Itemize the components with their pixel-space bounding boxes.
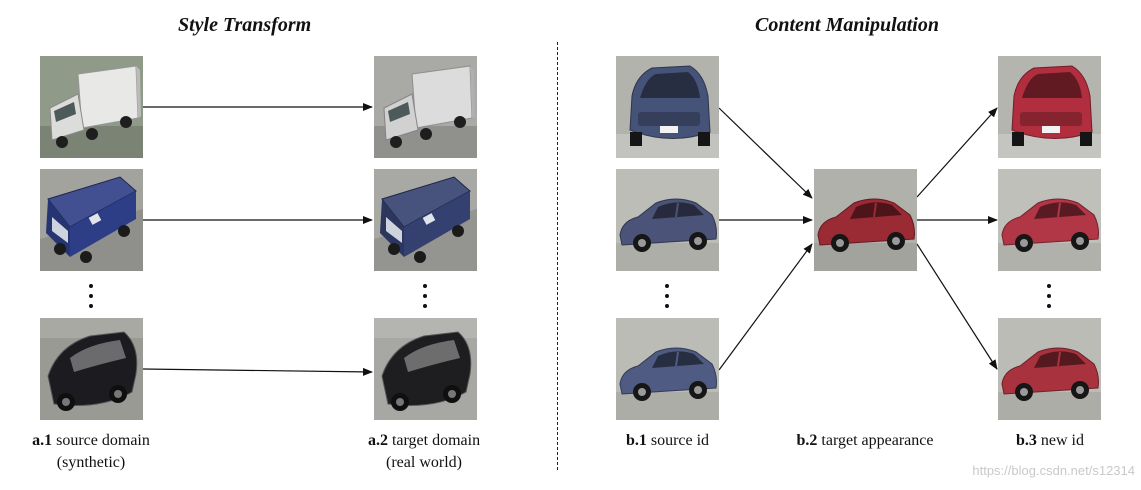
- image-a1-hatchback: [40, 318, 143, 420]
- vehicle-illustration: [616, 318, 719, 420]
- image-b1-sedan: [616, 318, 719, 420]
- arrow-a-bot: [142, 367, 373, 376]
- caption-a1: a.1 source domain (synthetic): [5, 430, 177, 474]
- image-b1-suv: [616, 56, 719, 158]
- caption-b1-text: source id: [646, 432, 710, 449]
- content-manipulation-title: Content Manipulation: [755, 14, 939, 36]
- section-divider: [557, 42, 558, 470]
- image-a2-camper-van: [374, 169, 477, 271]
- caption-b2-text: target appearance: [817, 432, 934, 449]
- caption-a2-tag: a.2: [367, 432, 388, 449]
- style-transform-title: Style Transform: [178, 14, 312, 36]
- ellipsis-b1: [664, 284, 670, 314]
- caption-b2-tag: b.2: [796, 432, 818, 449]
- vehicle-illustration: [998, 56, 1101, 158]
- caption-b3-tag: b.3: [1015, 432, 1037, 449]
- caption-a2: a.2 target domain (real world): [338, 430, 510, 474]
- vehicle-illustration: [40, 169, 143, 271]
- vehicle-illustration: [814, 169, 917, 271]
- image-b3-suv: [998, 56, 1101, 158]
- caption-a2-line2: (real world): [386, 454, 462, 471]
- vehicle-illustration: [998, 318, 1101, 420]
- ellipsis-a1: [88, 284, 94, 314]
- image-b3-sedan-side: [998, 169, 1101, 271]
- caption-b1-tag: b.1: [625, 432, 647, 449]
- image-b1-sedan-side: [616, 169, 719, 271]
- vehicle-illustration: [998, 169, 1101, 271]
- vehicle-illustration: [374, 318, 477, 420]
- image-a2-hatchback: [374, 318, 477, 420]
- vehicle-illustration: [374, 56, 477, 158]
- caption-b3: b.3 new id: [990, 430, 1110, 452]
- arrow-b1-top: [718, 107, 813, 199]
- caption-b3-text: new id: [1036, 432, 1084, 449]
- vehicle-illustration: [40, 56, 143, 158]
- image-a2-box-truck: [374, 56, 477, 158]
- vehicle-illustration: [616, 169, 719, 271]
- arrow-b3-top: [916, 107, 998, 198]
- caption-a1-line2: (synthetic): [56, 454, 126, 471]
- image-a1-box-truck: [40, 56, 143, 158]
- caption-a1-text: source domain: [52, 432, 150, 449]
- caption-a1-tag: a.1: [32, 432, 53, 449]
- vehicle-illustration: [616, 56, 719, 158]
- ellipsis-a2: [422, 284, 428, 314]
- vehicle-illustration: [40, 318, 143, 420]
- caption-b2: b.2 target appearance: [770, 430, 960, 452]
- caption-a2-text: target domain: [387, 432, 481, 449]
- image-b2-target: [814, 169, 917, 271]
- caption-b1: b.1 source id: [590, 430, 745, 452]
- image-b3-sedan: [998, 318, 1101, 420]
- arrow-b1-bot: [718, 243, 813, 371]
- ellipsis-b3: [1046, 284, 1052, 314]
- image-a1-camper-van: [40, 169, 143, 271]
- vehicle-illustration: [374, 169, 477, 271]
- arrow-b3-bot: [916, 243, 998, 370]
- watermark: https://blog.csdn.net/s12314: [972, 463, 1135, 478]
